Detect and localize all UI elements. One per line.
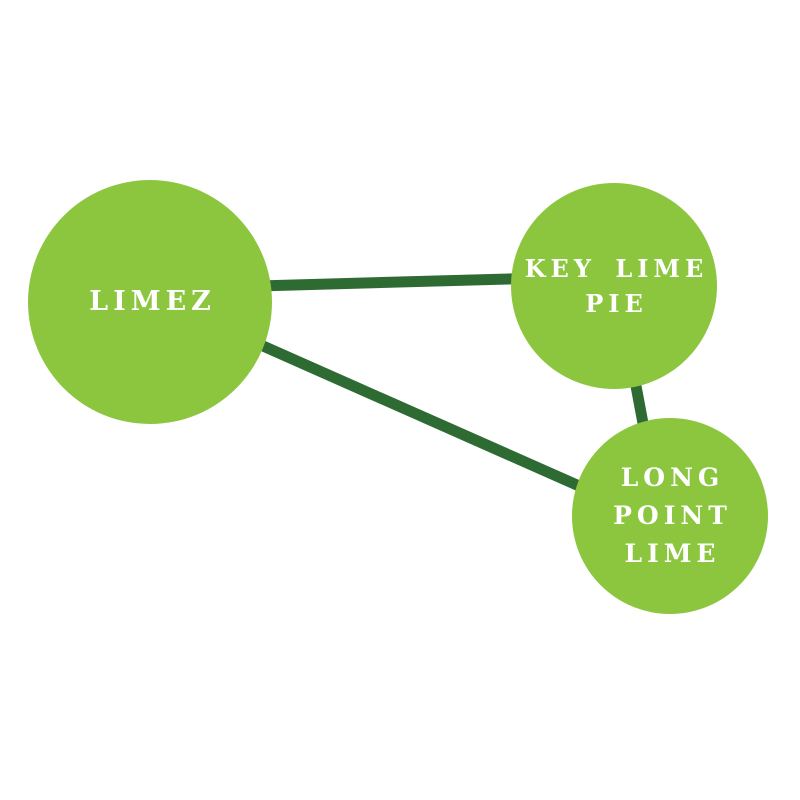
node-key-lime-pie-label-line-2: PIE <box>585 289 648 318</box>
node-key-lime-pie[interactable]: KEY LIME PIE <box>511 183 717 389</box>
node-long-point-lime-label-line-3: LIME <box>624 539 721 568</box>
node-long-point-lime-label-line-2: POINT <box>613 501 732 530</box>
node-limez[interactable]: LIMEZ <box>28 180 272 424</box>
node-key-lime-pie-label-line-1: KEY LIME <box>524 254 709 283</box>
node-long-point-lime-label-line-1: LONG <box>620 463 725 492</box>
node-limez-label: LIMEZ <box>89 286 216 317</box>
node-long-point-lime[interactable]: LONG POINT LIME <box>572 418 768 614</box>
